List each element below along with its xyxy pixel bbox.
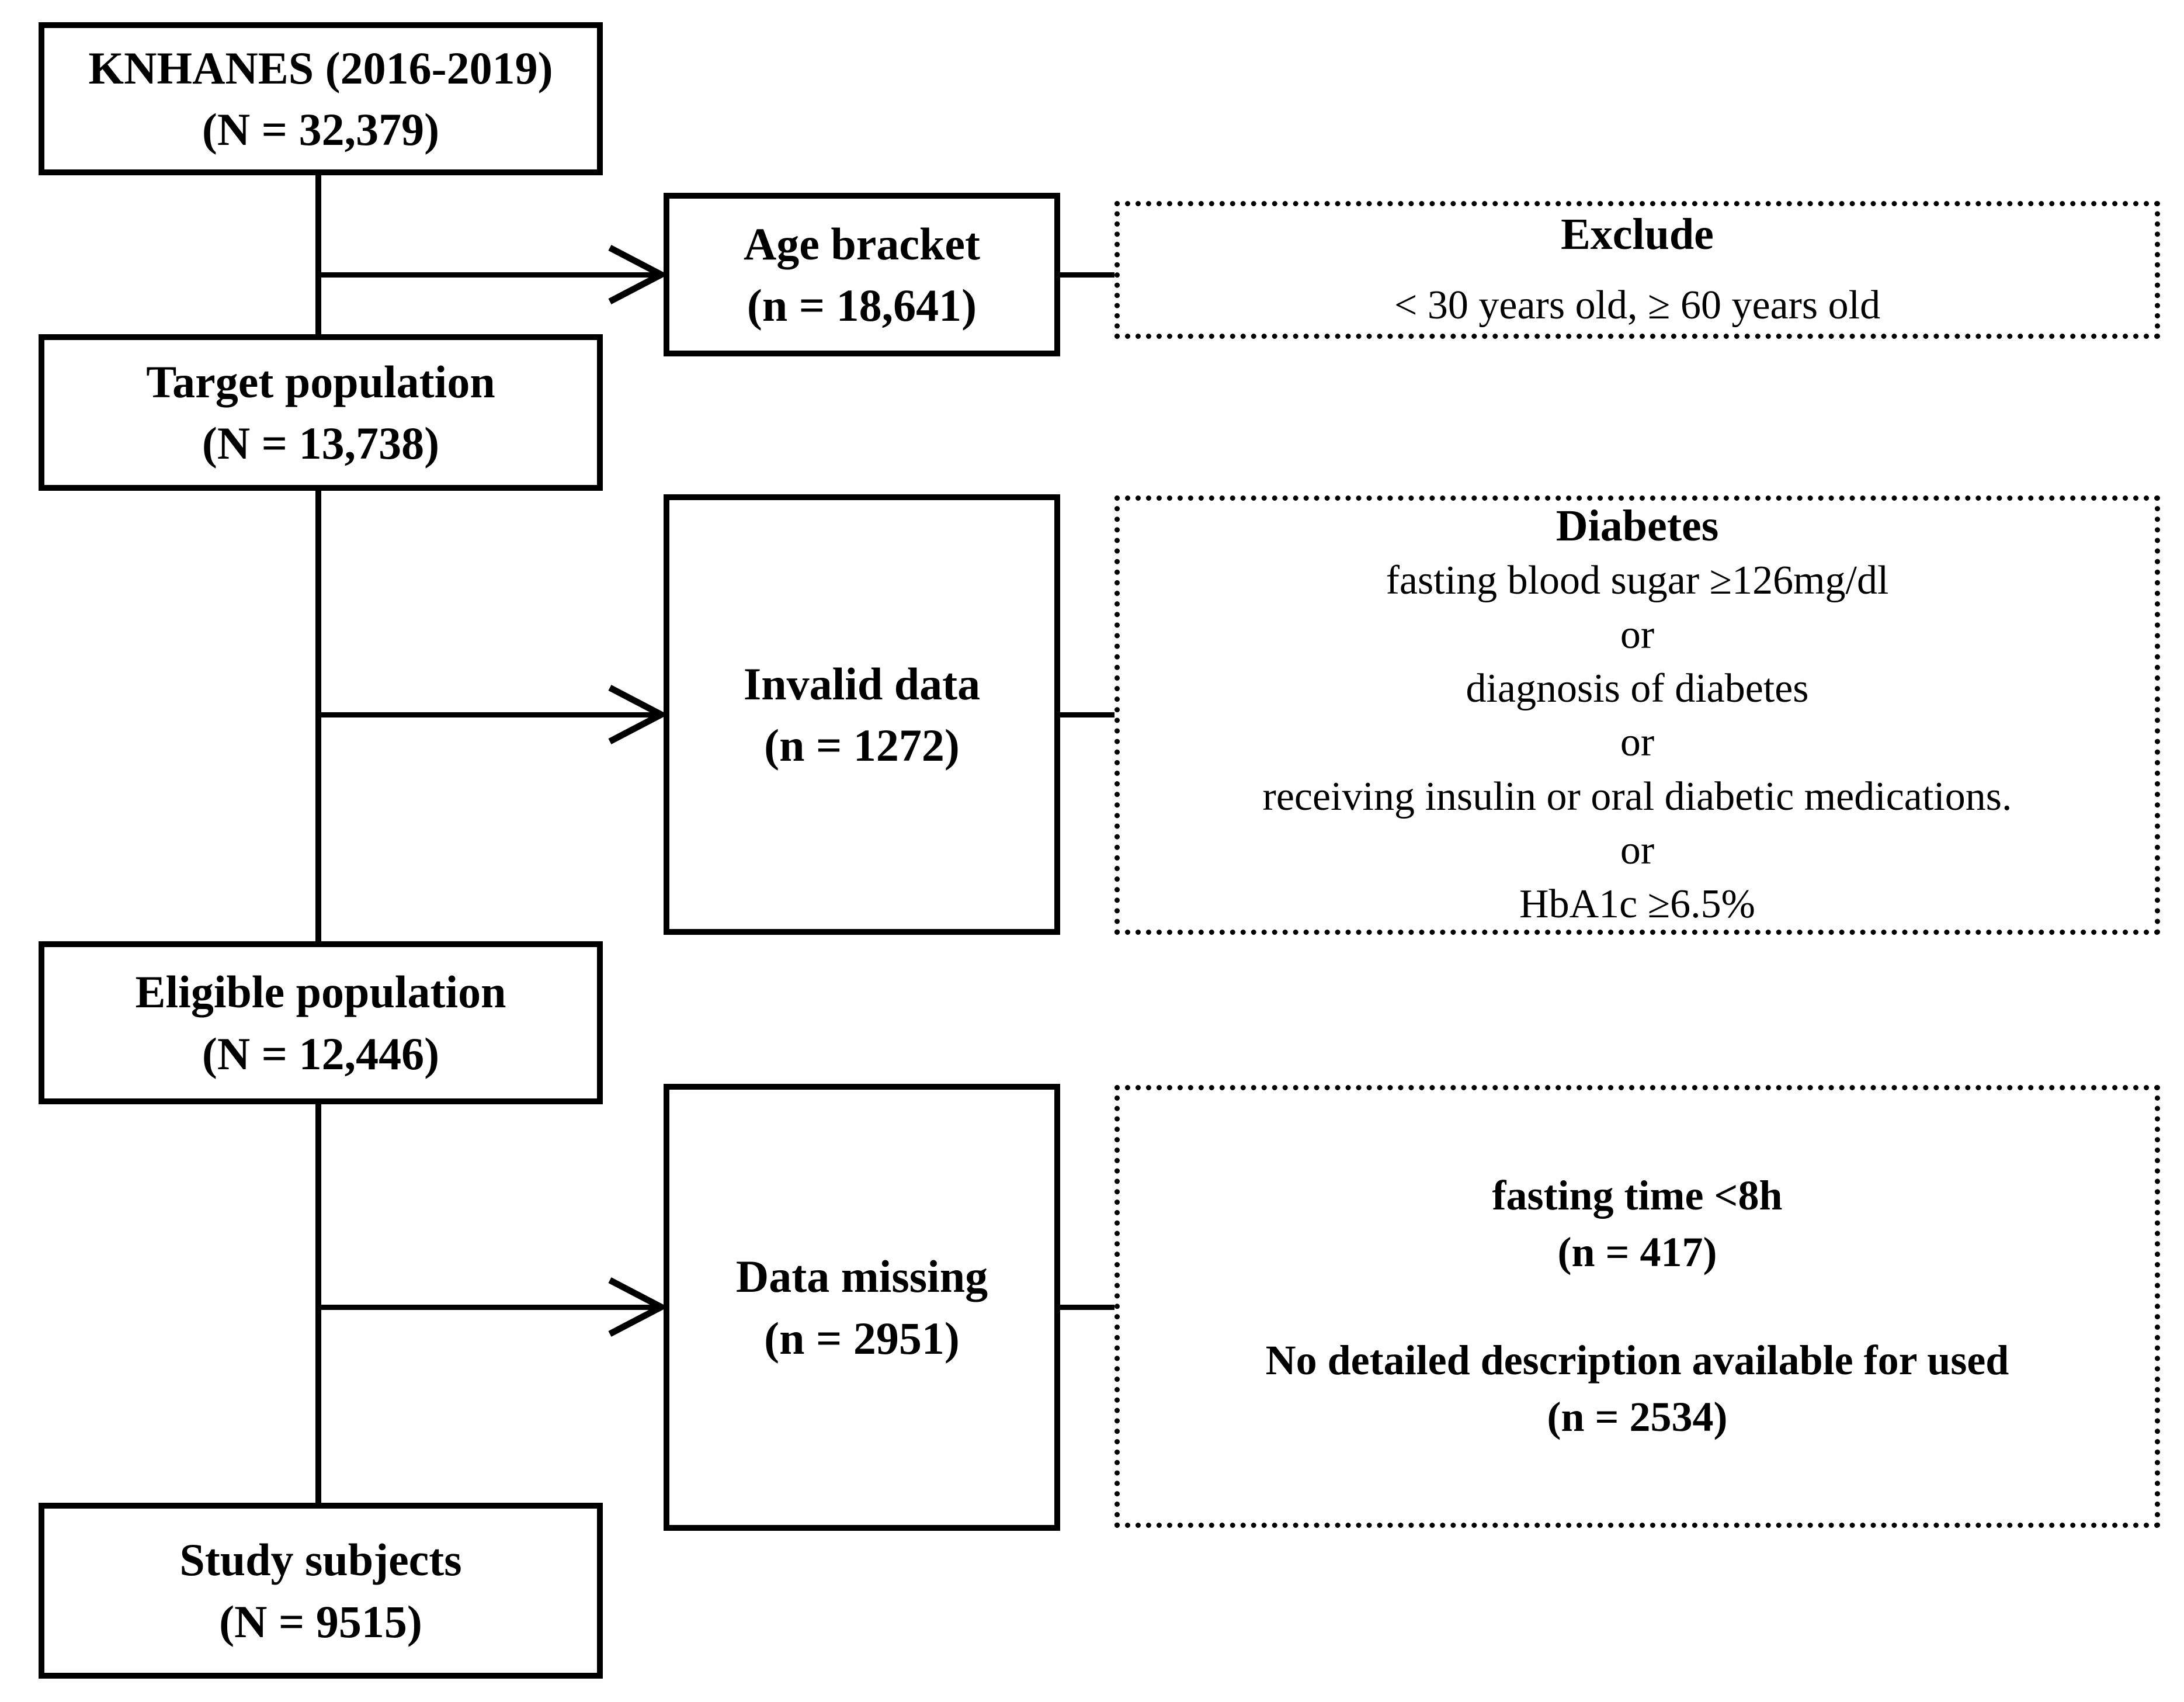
- data-missing-box-count: (n = 2951): [764, 1312, 960, 1364]
- exclude-criteria-line: < 30 years old, ≥ 60 years old: [1394, 283, 1881, 328]
- target-population-box-title: Target population: [146, 356, 495, 407]
- eligible-population-box: Eligible population (N = 12,446): [39, 941, 603, 1104]
- knhanes-box-title: KNHANES (2016-2019): [88, 42, 553, 93]
- connector-missing-detail: [1057, 1305, 1117, 1310]
- diabetes-criteria-or: or: [1620, 828, 1655, 873]
- missing-detail-line: No detailed description available for us…: [1265, 1337, 2009, 1384]
- invalid-data-box-count: (n = 1272): [764, 720, 960, 771]
- diabetes-criteria-line: HbA1c ≥6.5%: [1519, 882, 1755, 927]
- data-missing-box: Data missing (n = 2951): [664, 1084, 1060, 1531]
- target-population-box: Target population (N = 13,738): [39, 334, 603, 491]
- study-subjects-box-title: Study subjects: [179, 1534, 462, 1586]
- eligible-population-box-count: (N = 12,446): [202, 1028, 440, 1079]
- diabetes-criteria-or: or: [1620, 612, 1655, 657]
- missing-detail-count: (n = 2534): [1547, 1394, 1728, 1441]
- study-subjects-box: Study subjects (N = 9515): [39, 1503, 603, 1679]
- age-bracket-box-title: Age bracket: [743, 218, 981, 269]
- exclude-criteria-box: Exclude < 30 years old, ≥ 60 years old: [1114, 201, 2160, 339]
- arrow-right-icon: [599, 680, 669, 750]
- eligible-population-box-title: Eligible population: [135, 966, 506, 1018]
- arrow-right-icon: [599, 1272, 669, 1342]
- missing-detail-count: (n = 417): [1557, 1228, 1717, 1275]
- invalid-data-box: Invalid data (n = 1272): [664, 494, 1060, 935]
- data-missing-box-title: Data missing: [735, 1251, 988, 1302]
- invalid-data-box-title: Invalid data: [743, 658, 981, 709]
- target-population-box-count: (N = 13,738): [202, 418, 440, 469]
- connector-exclude: [1057, 272, 1117, 278]
- age-bracket-box-count: (n = 18,641): [746, 280, 977, 331]
- diabetes-criteria-box: Diabetes fasting blood sugar ≥126mg/dl o…: [1114, 495, 2160, 935]
- arrow-right-icon: [599, 240, 669, 310]
- connector-diabetes: [1057, 712, 1117, 717]
- study-subjects-box-count: (N = 9515): [219, 1596, 422, 1647]
- missing-detail-line: fasting time <8h: [1492, 1171, 1783, 1219]
- arrow-shaft-invalid-data: [315, 712, 661, 717]
- missing-detail-box: fasting time <8h (n = 417) No detailed d…: [1114, 1085, 2160, 1528]
- diabetes-criteria-title: Diabetes: [1555, 501, 1719, 551]
- spine-connector-3: [315, 1102, 321, 1505]
- diabetes-criteria-line: receiving insulin or oral diabetic medic…: [1262, 774, 2012, 819]
- knhanes-box: KNHANES (2016-2019) (N = 32,379): [39, 22, 603, 175]
- age-bracket-box: Age bracket (n = 18,641): [664, 193, 1060, 356]
- spine-connector-1: [315, 173, 321, 342]
- diabetes-criteria-or: or: [1620, 720, 1655, 765]
- arrow-shaft-data-missing: [315, 1305, 661, 1310]
- arrow-shaft-age-bracket: [315, 272, 661, 278]
- diabetes-criteria-line: fasting blood sugar ≥126mg/dl: [1386, 558, 1889, 604]
- knhanes-box-count: (N = 32,379): [202, 104, 440, 155]
- diabetes-criteria-line: diagnosis of diabetes: [1466, 665, 1809, 711]
- exclude-criteria-title: Exclude: [1561, 210, 1714, 259]
